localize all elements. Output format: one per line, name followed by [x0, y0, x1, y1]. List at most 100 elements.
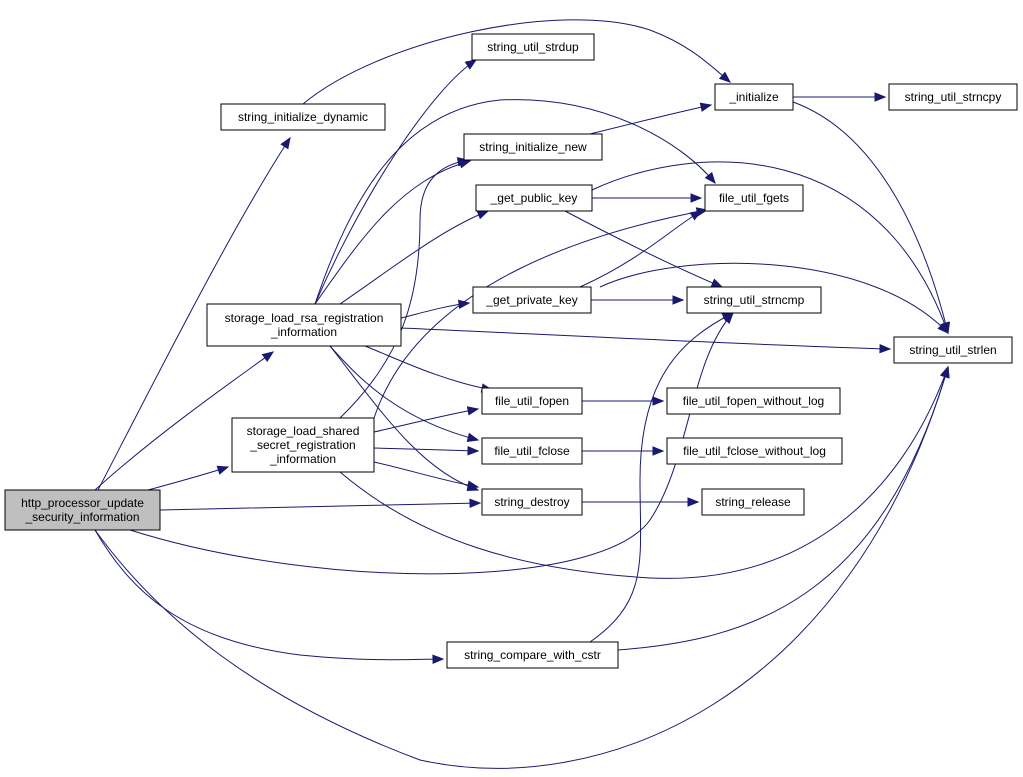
call-edge-http_processor-to-storage_load_shared: [147, 466, 229, 491]
node-box: [704, 184, 804, 212]
call-edge-storage_load_rsa-to-string_util_strlen: [400, 327, 891, 350]
function-node-string-util-strdup[interactable]: string_util_strdup: [471, 33, 595, 61]
node-box: [481, 437, 583, 465]
arrowhead-icon: [710, 278, 724, 288]
arrowhead-icon: [940, 365, 950, 379]
function-node-initialize[interactable]: _initialize: [714, 83, 794, 111]
node-label: _security_information: [24, 510, 139, 524]
node-label: file_util_fclose: [494, 444, 570, 458]
node-label: _get_public_key: [490, 191, 578, 205]
arrowhead-icon: [280, 136, 291, 150]
call-edge-storage_load_rsa-to-file_util_fclose: [329, 345, 479, 441]
call-edge-storage_load_rsa-to-string_destroy: [329, 345, 479, 491]
node-box: [471, 33, 595, 61]
call-edge-storage_load_shared-to-string_util_strlen: [339, 366, 949, 579]
function-node-get-private-key[interactable]: _get_private_key: [472, 286, 592, 314]
call-edge-get_public_key-to-string_util_strlen: [591, 161, 949, 334]
node-box: [231, 417, 375, 473]
call-edge-get_private_key-to-file_util_fgets: [579, 210, 702, 288]
function-node-string-initialize-dynamic[interactable]: string_initialize_dynamic: [220, 103, 386, 131]
function-node-string-release[interactable]: string_release: [701, 488, 805, 516]
function-node-string-util-strncpy[interactable]: string_util_strncpy: [888, 83, 1018, 111]
arrowhead-icon: [940, 321, 951, 335]
node-box: [481, 488, 583, 516]
function-node-file-util-fopen-without-log[interactable]: file_util_fopen_without_log: [666, 387, 841, 415]
node-label: _initialize: [728, 90, 779, 104]
arrowhead-icon: [467, 445, 480, 456]
node-label: string_release: [715, 495, 791, 509]
function-node-string-util-strncmp[interactable]: string_util_strncmp: [686, 286, 822, 314]
call-edge-string_compare_with_cstr-to-string_util_strncmp: [589, 312, 734, 643]
function-node-file-util-fopen[interactable]: file_util_fopen: [481, 387, 583, 415]
node-label: string_compare_with_cstr: [464, 648, 601, 662]
arrowhead-icon: [874, 92, 887, 102]
arrowhead-icon: [652, 446, 665, 456]
function-node-string-destroy[interactable]: string_destroy: [481, 488, 583, 516]
function-node-file-util-fclose[interactable]: file_util_fclose: [481, 437, 583, 465]
call-edge-http_processor-to-string_util_strlen: [94, 366, 949, 769]
call-edge-http_processor-to-string_destroy: [159, 502, 481, 511]
arrowhead-icon: [466, 432, 480, 442]
node-box: [472, 286, 592, 314]
node-box: [714, 83, 794, 111]
node-label: string_util_strdup: [487, 40, 579, 54]
call-edge-initialize-to-string_util_strlen: [792, 101, 949, 334]
arrowhead-icon: [689, 210, 703, 221]
function-node-file-util-fgets[interactable]: file_util_fgets: [704, 184, 804, 212]
function-node-http-processor[interactable]: http_processor_update_security_informati…: [4, 489, 161, 531]
node-box: [888, 83, 1018, 111]
arrowhead-icon: [687, 497, 700, 507]
arrowhead-icon: [476, 210, 490, 220]
node-label: string_initialize_dynamic: [238, 110, 368, 124]
call-edge-storage_load_rsa-to-file_fgets_from_rsa: [314, 99, 716, 305]
node-box: [446, 641, 619, 669]
function-node-storage-load-shared[interactable]: storage_load_shared_secret_registration_…: [231, 417, 375, 473]
node-box: [666, 437, 843, 465]
function-node-string-util-strlen[interactable]: string_util_strlen: [893, 336, 1013, 364]
call-edge-storage_load_shared-to-string_initialize_new: [339, 159, 469, 419]
node-box: [206, 303, 402, 347]
call-edge-storage_load_rsa-to-string_initialize_new: [314, 160, 471, 305]
call-edge-string_initialize_dynamic-to-initialize: [302, 19, 731, 105]
function-node-string-compare-with-cstr[interactable]: string_compare_with_cstr: [446, 641, 619, 669]
node-box: [893, 336, 1013, 364]
node-label: _information: [270, 325, 337, 339]
arrowhead-icon: [718, 71, 732, 83]
node-label: string_util_strlen: [909, 343, 996, 357]
node-box: [463, 133, 603, 161]
node-box: [4, 489, 161, 531]
arrowhead-icon: [652, 396, 665, 406]
node-box: [475, 184, 593, 212]
arrowhead-icon: [432, 654, 445, 664]
function-nodes: http_processor_update_security_informati…: [4, 33, 1018, 669]
node-label: http_processor_update: [21, 496, 144, 510]
node-label: _secret_registration: [249, 438, 355, 452]
function-node-get-public-key[interactable]: _get_public_key: [475, 184, 593, 212]
function-node-storage-load-rsa[interactable]: storage_load_rsa_registration_informatio…: [206, 303, 402, 347]
call-edge-get_private_key-to-string_util_strlen: [599, 262, 949, 334]
node-label: string_initialize_new: [479, 140, 587, 154]
node-label: _information: [269, 452, 336, 466]
arrowhead-icon: [699, 102, 713, 112]
node-label: file_util_fgets: [719, 191, 789, 205]
call-edge-http_processor-to-string_initialize_dynamic: [97, 137, 291, 491]
node-box: [220, 103, 386, 131]
function-node-file-util-fclose-without-log[interactable]: file_util_fclose_without_log: [666, 437, 843, 465]
call-edge-string_compare_with_cstr-to-string_util_strlen: [617, 366, 949, 651]
call-edge-http_processor-to-storage_load_rsa: [94, 351, 274, 491]
arrowhead-icon: [466, 406, 480, 416]
node-box: [666, 387, 841, 415]
node-label: _get_private_key: [485, 293, 577, 307]
call-edge-get_public_key-to-string_util_strncmp: [564, 210, 723, 288]
node-box: [686, 286, 822, 314]
call-edges: [94, 19, 951, 769]
arrowhead-icon: [216, 465, 230, 475]
call-edge-storage_load_shared-to-file_util_fgets: [373, 209, 708, 419]
arrowhead-icon: [879, 343, 892, 354]
call-edge-http_processor-to-string_compare_with_cstr: [94, 529, 444, 661]
arrowhead-icon: [261, 351, 275, 362]
call-edge-storage_load_rsa-to-get_public_key: [339, 210, 489, 305]
function-node-string-initialize-new[interactable]: string_initialize_new: [463, 133, 603, 161]
arrowhead-icon: [690, 193, 703, 203]
